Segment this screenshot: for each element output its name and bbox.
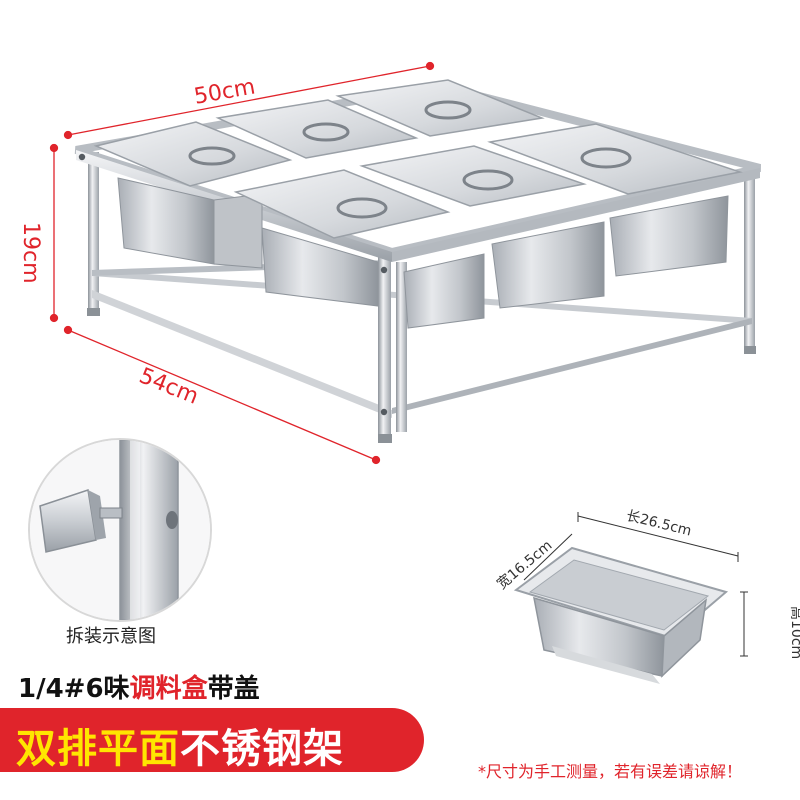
- product-prefix: 1/4#6味: [18, 674, 130, 704]
- pan-dimension-lines: [523, 512, 748, 657]
- lid-front-left: [233, 169, 451, 239]
- banner-part2: 不锈钢架: [180, 726, 344, 772]
- lid-back-left: [93, 121, 293, 187]
- banner-part1: 双排平面: [16, 726, 180, 772]
- product-highlight: 调料盒: [129, 674, 208, 704]
- pan-bodies: [117, 177, 729, 329]
- lid-front-right: [487, 123, 743, 195]
- measurement-note: *尺寸为手工测量，若有误差请谅解！: [478, 762, 743, 781]
- pan-length-label: 长26.5cm: [625, 508, 693, 540]
- height-dimension-label: 19cm: [18, 222, 43, 284]
- banner-title: 双排平面不锈钢架: [16, 716, 344, 774]
- single-pan: [513, 546, 729, 684]
- depth-dimension-label: 54cm: [135, 364, 201, 410]
- detail-caption: 拆装示意图: [66, 626, 156, 647]
- pan-lids: [93, 79, 743, 239]
- bolt-joint-detail: [30, 440, 210, 620]
- assembly-detail-view: [28, 438, 212, 622]
- width-dimension-label: 50cm: [192, 74, 257, 109]
- product-suffix: 带盖: [207, 674, 260, 704]
- title-banner: 双排平面不锈钢架: [0, 708, 424, 772]
- product-description: 1/4#6味调料盒带盖: [18, 668, 260, 705]
- lid-front-mid: [359, 145, 587, 207]
- dimension-lines: [49, 61, 435, 465]
- lid-back-right: [335, 79, 545, 137]
- pan-height-label: 高10cm: [788, 606, 800, 659]
- lid-back-mid: [215, 99, 419, 159]
